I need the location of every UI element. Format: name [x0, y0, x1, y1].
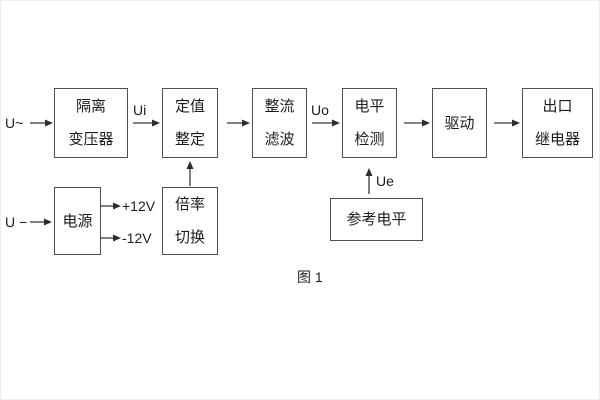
figure-caption: 图 1 — [297, 269, 323, 285]
label-input-ac: U~ — [5, 115, 24, 131]
block-isolation-transformer-line2: 变压器 — [68, 131, 114, 148]
arrow-right-4-5-icon — [404, 119, 430, 127]
label-input-dc: U − — [5, 214, 28, 230]
block-drive-line1: 驱动 — [444, 114, 475, 132]
block-output-relay-line1: 出口 — [542, 98, 573, 115]
block-output-relay-line2: 继电器 — [534, 131, 580, 148]
block-reference-level: 参考电平 — [330, 198, 423, 241]
label-plus12v: +12V — [122, 198, 156, 214]
arrow-right-input-ac-icon — [30, 119, 53, 127]
arrow-right-2-3-icon — [227, 119, 250, 127]
label-minus12v: -12V — [122, 230, 152, 246]
block-multiplier-switch-line1: 倍率 — [174, 196, 205, 213]
block-reference-level-line1: 参考电平 — [346, 211, 407, 228]
block-power-supply-line1: 电源 — [62, 212, 93, 230]
block-level-detect-line1: 电平 — [354, 98, 385, 115]
arrow-right-minus12v-icon — [101, 234, 121, 242]
arrow-right-plus12v-icon — [101, 202, 121, 210]
arrow-up-multiplier-icon — [186, 161, 194, 186]
label-ue: Ue — [376, 173, 394, 189]
label-uo: Uo — [311, 102, 329, 118]
block-level-detect: 电平 检测 — [342, 88, 397, 158]
block-setting-adjust: 定值 整定 — [162, 88, 218, 158]
block-rectifier-filter-line1: 整流 — [264, 98, 295, 115]
block-power-supply: 电源 — [54, 187, 101, 255]
label-ui: Ui — [133, 102, 147, 118]
block-rectifier-filter-line2: 滤波 — [264, 131, 295, 148]
block-setting-adjust-line1: 定值 — [174, 98, 205, 115]
arrow-right-uo-icon — [312, 119, 340, 127]
block-output-relay: 出口 继电器 — [522, 88, 593, 158]
block-level-detect-line2: 检测 — [354, 131, 385, 148]
block-multiplier-switch: 倍率 切换 — [162, 187, 218, 255]
block-multiplier-switch-line2: 切换 — [174, 229, 205, 246]
block-isolation-transformer-line1: 隔离 — [75, 98, 106, 115]
arrow-right-5-6-icon — [494, 119, 520, 127]
block-drive: 驱动 — [432, 88, 487, 158]
block-setting-adjust-line2: 整定 — [174, 131, 205, 148]
arrow-right-input-dc-icon — [30, 218, 52, 226]
block-rectifier-filter: 整流 滤波 — [252, 88, 307, 158]
arrow-right-ui-icon — [133, 119, 160, 127]
arrow-up-ue-icon — [365, 168, 373, 194]
block-isolation-transformer: 隔离 变压器 — [54, 88, 128, 158]
